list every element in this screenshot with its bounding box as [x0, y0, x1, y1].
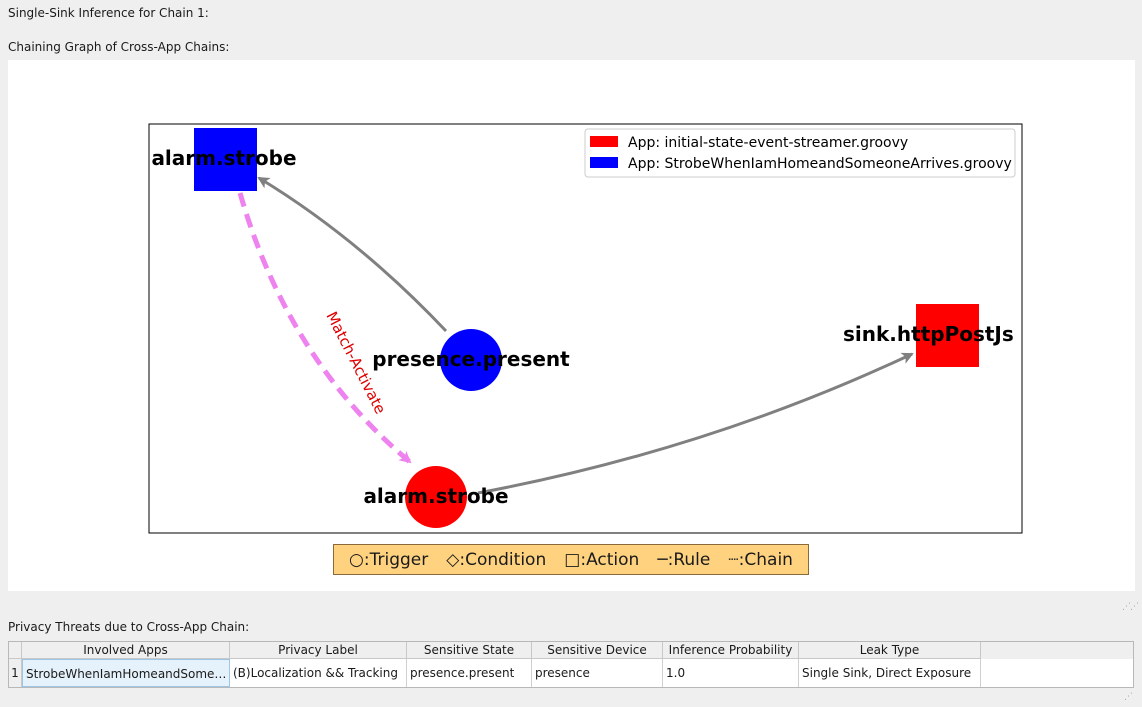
- graph-label: Chaining Graph of Cross-App Chains:: [8, 40, 230, 54]
- chaining-graph: Match-Activate alarm.strobe presence.pre…: [148, 123, 1023, 534]
- graph-panel: Match-Activate alarm.strobe presence.pre…: [8, 60, 1135, 591]
- node-label: alarm.strobe: [363, 484, 508, 508]
- node-label: sink.httpPostJs: [843, 322, 1014, 346]
- table-cell[interactable]: presence.present: [407, 659, 532, 687]
- table-cell[interactable]: 1.0: [663, 659, 799, 687]
- shape-key: ○:Trigger ◇:Condition □:Action ─:Rule ┈:…: [333, 544, 809, 575]
- table-cell[interactable]: StrobeWhenIamHomeandSome…: [22, 659, 230, 687]
- node-label: presence.present: [372, 347, 570, 371]
- node-alarm-strobe-action[interactable]: [194, 128, 257, 191]
- column-header[interactable]: Sensitive Device: [532, 642, 663, 659]
- legend-label: App: StrobeWhenIamHomeandSomeoneArrives.…: [628, 156, 1012, 172]
- node-sink-http-post[interactable]: [916, 304, 979, 367]
- column-header[interactable]: Sensitive State: [407, 642, 532, 659]
- table-header: Involved Apps Privacy Label Sensitive St…: [9, 642, 1133, 659]
- corner-cell[interactable]: [9, 642, 22, 659]
- legend-swatch: [590, 157, 618, 168]
- key-trigger: ○:Trigger: [349, 549, 429, 570]
- key-chain: ┈:Chain: [728, 549, 793, 570]
- graph-legend: App: initial-state-event-streamer.groovy…: [584, 128, 1016, 178]
- edge-alarm-to-sink: [477, 352, 914, 495]
- key-condition: ◇:Condition: [446, 549, 547, 570]
- threats-table: Involved Apps Privacy Label Sensitive St…: [8, 641, 1134, 688]
- node-label: alarm.strobe: [151, 146, 296, 170]
- column-header[interactable]: Privacy Label: [230, 642, 407, 659]
- table-cell[interactable]: Single Sink, Direct Exposure: [799, 659, 981, 687]
- resize-grip[interactable]: ⋰: [1124, 692, 1133, 702]
- column-header[interactable]: Inference Probability: [663, 642, 799, 659]
- key-action: □:Action: [564, 549, 640, 570]
- row-header[interactable]: 1: [9, 659, 22, 687]
- table-cell[interactable]: presence: [532, 659, 663, 687]
- splitter-handle[interactable]: ⋰⋰: [1122, 602, 1139, 612]
- legend-swatch: [590, 136, 618, 147]
- key-rule: ─:Rule: [657, 549, 711, 570]
- column-header[interactable]: Involved Apps: [22, 642, 230, 659]
- threats-label: Privacy Threats due to Cross-App Chain:: [8, 620, 250, 634]
- edge-match-activate: [237, 192, 412, 464]
- inference-label: Single-Sink Inference for Chain 1:: [8, 6, 209, 20]
- table-cell[interactable]: (B)Localization && Tracking: [230, 659, 407, 687]
- node-alarm-strobe-trigger[interactable]: [405, 466, 467, 528]
- edge-presence-to-alarm: [257, 176, 448, 333]
- column-header[interactable]: Leak Type: [799, 642, 981, 659]
- legend-label: App: initial-state-event-streamer.groovy: [628, 135, 908, 151]
- node-presence-present[interactable]: [440, 329, 502, 391]
